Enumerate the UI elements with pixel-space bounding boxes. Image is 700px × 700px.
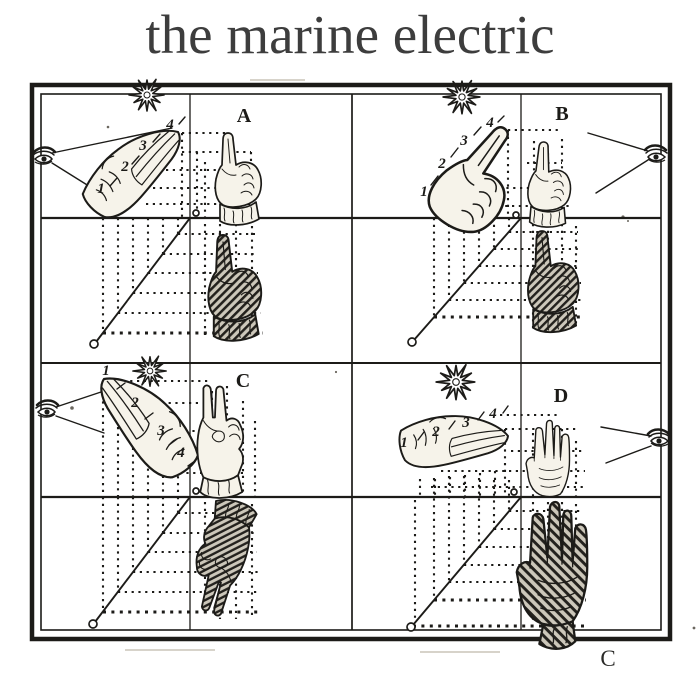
- staircase-horizontals-a: [118, 232, 261, 315]
- panel-d: 1 2 3 4 D: [394, 363, 672, 649]
- finger-number: 2: [120, 159, 129, 175]
- finger-number: 4: [485, 115, 494, 131]
- panel-a: 1 2 3 4 A: [31, 78, 263, 349]
- diagonal-ray-a: [95, 217, 191, 343]
- finger-number: 4: [488, 406, 497, 422]
- staircase-verticals-d: [413, 476, 511, 621]
- cover-title: the marine electric: [145, 4, 554, 65]
- sun-icon: [435, 363, 476, 401]
- panel-c: 1 2 3 4 C: [34, 355, 263, 629]
- finger-ticks-c: [116, 382, 196, 467]
- paper-speckles: [70, 79, 696, 653]
- finger-number: 1: [420, 184, 428, 200]
- finger-number: 4: [165, 117, 174, 133]
- numbered-hand-b: [417, 115, 545, 248]
- diagonal-ray-c: [94, 496, 191, 623]
- finger-number: 2: [431, 424, 440, 440]
- staircase-verticals-b: [432, 218, 511, 317]
- finger-number: 3: [156, 423, 165, 439]
- projection-grid-above-a: [146, 131, 259, 218]
- panel-b: 1 2 3 4 B: [407, 79, 669, 347]
- staircase-verticals-a: [101, 218, 180, 333]
- station-point-b: [512, 211, 520, 219]
- station-point-c: [192, 487, 200, 495]
- panel-label-a: A: [237, 105, 252, 127]
- grid-lines: [41, 94, 661, 630]
- finger-number: 1: [400, 435, 408, 451]
- ray-foot-c: [88, 619, 98, 629]
- finger-number: 3: [461, 415, 470, 431]
- plate-signature: C: [600, 646, 615, 671]
- eye-icon: [646, 428, 672, 448]
- ray-foot-a: [89, 339, 99, 349]
- ray-foot-b: [407, 337, 417, 347]
- finger-number: 2: [130, 395, 139, 411]
- eye-icon: [643, 144, 669, 164]
- station-point-a: [192, 209, 200, 217]
- projection-grid-above-c: [101, 379, 257, 497]
- shadow-hand-a: [208, 235, 261, 341]
- projection-hand-d: [525, 419, 571, 498]
- finger-ticks-b: [430, 115, 505, 186]
- eye-icon: [34, 399, 60, 419]
- finger-number: 1: [97, 181, 105, 197]
- finger-number: 3: [138, 138, 147, 154]
- projection-hand-c: [196, 384, 245, 499]
- finger-number: 4: [176, 445, 185, 461]
- panel-label-d: D: [554, 385, 568, 407]
- diagonal-ray-b: [413, 217, 522, 341]
- finger-ticks-a: [109, 116, 186, 187]
- panel-label-b: B: [555, 103, 568, 125]
- sight-lines-b: [587, 132, 649, 194]
- projection-hand-a: [215, 133, 261, 225]
- staircase-verticals-c: [101, 497, 180, 612]
- shadow-verticals-a: [203, 224, 254, 338]
- sight-lines-d: [600, 426, 652, 464]
- diagonal-ray-d: [412, 496, 522, 626]
- projection-hand-b: [525, 141, 574, 229]
- finger-number: 3: [459, 133, 468, 149]
- shadow-hand-d: [517, 502, 587, 649]
- shadow-hand-b: [528, 231, 579, 332]
- eye-icon: [31, 146, 57, 166]
- finger-number: 1: [102, 363, 110, 379]
- finger-ticks-d: [417, 405, 509, 441]
- finger-number: 2: [437, 156, 446, 172]
- sight-lines-c: [55, 390, 105, 434]
- station-point-d: [510, 488, 518, 496]
- ray-foot-d: [406, 622, 416, 632]
- panel-label-c: C: [236, 370, 250, 392]
- plate-frame-outer: [29, 82, 673, 642]
